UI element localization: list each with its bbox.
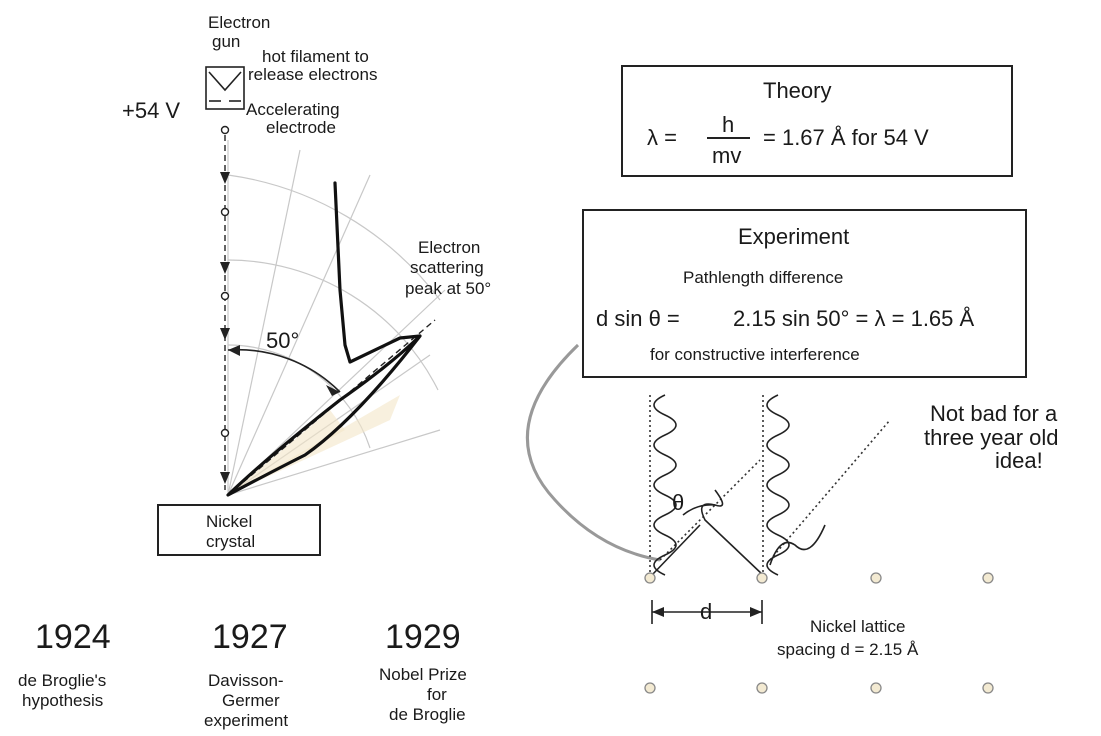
item-1927-line1: Davisson- bbox=[208, 671, 284, 690]
experiment-sub: Pathlength difference bbox=[683, 268, 843, 287]
electron-gun bbox=[205, 66, 245, 110]
theory-box: Theory λ = h mv = 1.67 Å for 54 V bbox=[621, 65, 1013, 177]
item-1929-line1: Nobel Prize bbox=[379, 665, 467, 684]
angle-label: 50° bbox=[266, 328, 299, 353]
timeline: 1924 de Broglie's hypothesis 1927 Daviss… bbox=[18, 618, 467, 730]
scatter-label-1: Electron bbox=[418, 238, 480, 257]
intensity-curve bbox=[226, 181, 422, 497]
polar-grid bbox=[227, 140, 446, 496]
experiment-title: Experiment bbox=[738, 224, 849, 249]
crystal-label-2: crystal bbox=[206, 532, 255, 551]
spacing-label-1: Nickel lattice bbox=[810, 617, 905, 636]
gun-label-2: gun bbox=[212, 32, 240, 51]
timeline-item-1927: 1927 Davisson- Germer experiment bbox=[204, 618, 288, 730]
filament-label-1: hot filament to bbox=[262, 47, 369, 66]
d-label: d bbox=[700, 599, 712, 624]
item-1924-line2: hypothesis bbox=[22, 691, 103, 710]
year-1924: 1924 bbox=[35, 618, 111, 656]
spacing-label-2: spacing d = 2.15 Å bbox=[777, 640, 919, 659]
item-1929-line3: de Broglie bbox=[389, 705, 466, 724]
nickel-crystal bbox=[157, 504, 321, 556]
item-1924-line1: de Broglie's bbox=[18, 671, 106, 690]
scatter-label-3: peak at 50° bbox=[405, 279, 491, 298]
filament-label-2: release electrons bbox=[248, 65, 377, 84]
theory-result: = 1.67 Å for 54 V bbox=[763, 125, 929, 150]
electrode-label-2: electrode bbox=[266, 118, 336, 137]
item-1927-line2: Germer bbox=[222, 691, 280, 710]
theta-label: θ bbox=[672, 490, 684, 515]
incident-beam bbox=[220, 125, 230, 490]
apparatus: Electron gun hot filament to release ele… bbox=[122, 13, 491, 556]
gun-label-1: Electron bbox=[208, 13, 270, 32]
voltage-label: +54 V bbox=[122, 98, 180, 123]
experiment-rhs: 2.15 sin 50° = λ = 1.65 Å bbox=[733, 306, 975, 331]
experiment-box: Experiment Pathlength difference d sin θ… bbox=[582, 209, 1027, 378]
year-1929: 1929 bbox=[385, 618, 461, 656]
connector-arc bbox=[525, 343, 661, 562]
remark-2: three year old bbox=[924, 425, 1059, 450]
remark-3: idea! bbox=[995, 448, 1043, 473]
item-1927-line3: experiment bbox=[204, 711, 288, 730]
timeline-item-1929: 1929 Nobel Prize for de Broglie bbox=[379, 618, 467, 724]
lattice: θ d Not bad for a three year old idea! N… bbox=[525, 343, 1059, 694]
theory-denominator: mv bbox=[712, 143, 741, 168]
remark-1: Not bad for a bbox=[930, 401, 1058, 426]
theory-title: Theory bbox=[763, 78, 831, 103]
experiment-lhs: d sin θ = bbox=[596, 306, 680, 331]
year-1927: 1927 bbox=[212, 618, 288, 656]
item-1929-line2: for bbox=[427, 685, 447, 704]
crystal-label-1: Nickel bbox=[206, 512, 252, 531]
electrode-label-1: Accelerating bbox=[246, 100, 340, 119]
scatter-label-2: scattering bbox=[410, 258, 484, 277]
theory-numerator: h bbox=[722, 112, 734, 137]
theory-lambda: λ = bbox=[647, 125, 677, 150]
experiment-note: for constructive interference bbox=[650, 345, 860, 364]
timeline-item-1924: 1924 de Broglie's hypothesis bbox=[18, 618, 111, 710]
